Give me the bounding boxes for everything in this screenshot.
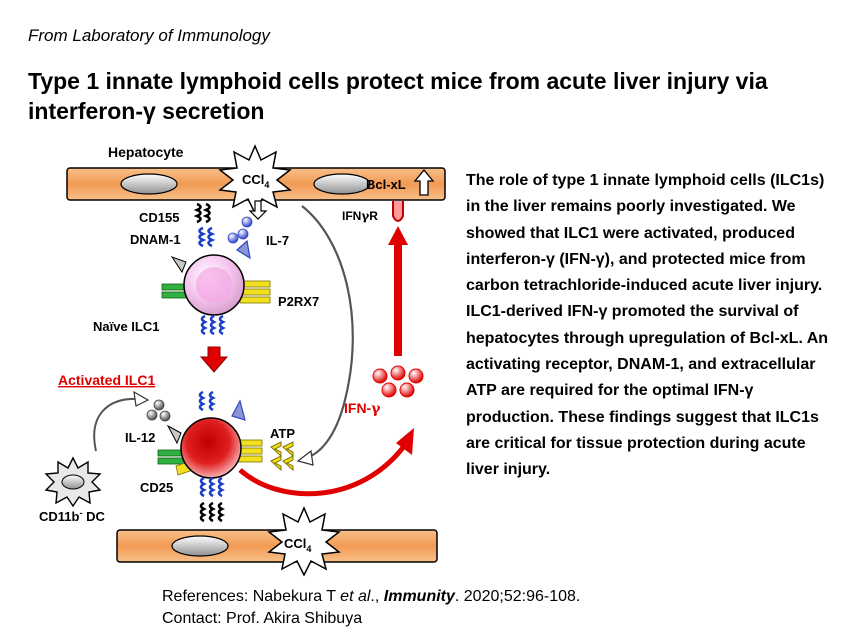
ccl4-burst-bottom <box>267 506 341 577</box>
il12-curve-arrow <box>93 397 141 452</box>
atp-release-arrowhead-icon <box>296 449 314 466</box>
il12-particle <box>159 410 171 422</box>
cd25-label: CD25 <box>140 480 173 495</box>
reference-citation: References: Nabekura T et al., Immunity.… <box>162 588 581 605</box>
atp-chevrons <box>270 441 294 472</box>
dnam1-receptor <box>198 226 216 248</box>
ifng-label: IFN-γ <box>344 400 381 417</box>
source-lab: From Laboratory of Immunology <box>28 26 270 45</box>
nucleus-bottom <box>171 535 229 557</box>
naive-receptor-bottom <box>200 314 226 336</box>
il12-particle <box>146 409 158 421</box>
hepatocyte-label: Hepatocyte <box>108 144 184 160</box>
references-block: References: Nabekura T et al., Immunity.… <box>162 586 580 630</box>
ccl4-label-bottom: CCl4 <box>284 536 311 554</box>
cd155-label: CD155 <box>139 210 179 225</box>
dnam1-label: DNAM-1 <box>130 232 181 247</box>
activated-il7-receptor <box>231 399 246 421</box>
il7-receptor <box>236 239 251 260</box>
ifngr-label: IFNγR <box>342 209 378 223</box>
ifng-receptor-arrowhead-icon <box>388 226 408 245</box>
il12-particle <box>153 399 165 411</box>
il7-particle <box>237 228 249 240</box>
naive-ilc1-nucleus <box>196 267 232 303</box>
ifng-particle <box>390 365 406 381</box>
dc-nucleus <box>61 474 85 490</box>
contact-line: Contact: Prof. Akira Shibuya <box>162 610 363 627</box>
il12-arrowhead-icon <box>133 390 150 407</box>
ifngr-receptor <box>392 201 404 222</box>
ifng-particle <box>408 368 424 384</box>
ccl4-label-top: CCl4 <box>242 172 269 190</box>
il7-label: IL-7 <box>266 233 289 248</box>
page-title: Type 1 innate lymphoid cells protect mic… <box>28 68 768 124</box>
ifng-secretion-arrow <box>238 443 407 497</box>
activated-receptor-left <box>166 424 182 445</box>
activated-ilc1-label: Activated ILC1 <box>58 372 155 388</box>
activation-arrow-icon <box>199 346 229 373</box>
bclxl-label: Bcl-xL <box>366 177 406 192</box>
nucleus-right <box>313 173 371 195</box>
upregulation-arrow-icon <box>413 168 435 196</box>
il7-particle <box>241 216 253 228</box>
activated-receptor-top <box>198 390 216 412</box>
il7-particle <box>227 232 239 244</box>
cd155-receptor <box>193 202 211 224</box>
cd25-receptor <box>157 457 187 465</box>
atp-release-arrow <box>301 205 354 460</box>
activated-receptor-bottom <box>199 476 225 498</box>
ifng-particle <box>372 368 388 384</box>
ifng-secretion-arrowhead-icon <box>396 428 414 455</box>
ifng-particle <box>399 382 415 398</box>
dc-label: CD11b- DC <box>39 508 105 524</box>
activated-p2rx7 <box>235 439 263 463</box>
il12-label: IL-12 <box>125 430 155 445</box>
summary-text: The role of type 1 innate lymphoid cells… <box>466 172 829 479</box>
nucleus-left <box>120 173 178 195</box>
il7-secretion-arrow-icon <box>248 200 268 220</box>
cd155-receptor-bottom <box>199 501 225 523</box>
atp-label: ATP <box>270 426 295 441</box>
p2rx7-label: P2RX7 <box>278 294 319 309</box>
activated-ilc1-cell <box>180 417 242 479</box>
ifng-particle <box>381 382 397 398</box>
ifng-receptor-arrow-shaft <box>394 240 402 356</box>
naive-ilc1-label: Naïve ILC1 <box>93 319 159 334</box>
naive-receptor-left <box>170 256 187 274</box>
